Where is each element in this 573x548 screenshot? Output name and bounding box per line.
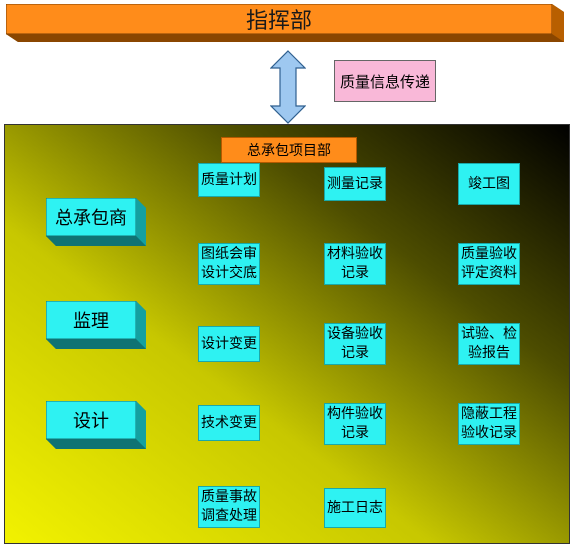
record-line: 材料验收 — [327, 246, 383, 262]
record-line: 调查处理 — [201, 508, 257, 524]
record-line: 质量事故 — [201, 489, 257, 505]
record-box-component-acceptance: 构件验收 记录 — [324, 403, 386, 445]
record-box-quality-plan: 质量计划 — [198, 163, 260, 197]
record-box-technical-change: 技术变更 — [198, 405, 260, 441]
record-line: 构件验收 — [327, 406, 383, 422]
party-block-shape — [46, 301, 146, 349]
record-box-drawing-review: 图纸会审 设计交底 — [198, 243, 260, 285]
record-box-test-report: 试验、检 验报告 — [458, 323, 520, 365]
record-box-construction-log: 施工日志 — [324, 488, 386, 528]
record-line: 图纸会审 — [201, 246, 257, 262]
record-line: 测量记录 — [327, 175, 383, 192]
record-line: 质量计划 — [201, 171, 257, 188]
party-label: 监理 — [73, 311, 109, 332]
headquarters-label: 指挥部 — [245, 9, 312, 34]
record-line: 验收记录 — [461, 425, 517, 441]
record-line: 评定资料 — [461, 265, 517, 281]
party-label: 总承包商 — [55, 208, 127, 229]
record-line: 试验、检 — [461, 326, 517, 342]
record-line: 记录 — [341, 265, 369, 281]
party-general-contractor: 总承包商 — [46, 198, 146, 246]
double-arrow-icon — [270, 50, 306, 124]
project-dept-header: 总承包项目部 — [221, 137, 357, 163]
headquarters-bar-shape — [6, 4, 564, 42]
party-label: 设计 — [73, 411, 109, 432]
record-line: 技术变更 — [201, 414, 257, 431]
record-line: 设计交底 — [201, 265, 257, 281]
record-line: 设计变更 — [201, 335, 257, 352]
record-box-concealed-work: 隐蔽工程 验收记录 — [458, 403, 520, 445]
headquarters-bar: 指挥部 — [6, 4, 564, 42]
record-line: 记录 — [341, 425, 369, 441]
record-box-quality-assessment: 质量验收 评定资料 — [458, 243, 520, 285]
party-block-shape — [46, 401, 146, 449]
record-box-quality-accident: 质量事故 调查处理 — [198, 486, 260, 528]
party-design: 设计 — [46, 401, 146, 449]
record-box-as-built: 竣工图 — [458, 163, 520, 205]
party-supervision: 监理 — [46, 301, 146, 349]
record-line: 施工日志 — [327, 499, 383, 516]
record-line: 设备验收 — [327, 326, 383, 342]
record-line: 隐蔽工程 — [461, 406, 517, 422]
record-line: 竣工图 — [468, 175, 510, 192]
record-line: 质量验收 — [461, 246, 517, 262]
info-flow-label: 质量信息传递 — [334, 60, 436, 102]
record-box-equipment-acceptance: 设备验收 记录 — [324, 323, 386, 365]
party-block-shape — [46, 198, 146, 246]
record-line: 记录 — [341, 345, 369, 361]
record-box-survey-record: 测量记录 — [324, 167, 386, 201]
record-line: 验报告 — [468, 345, 510, 361]
record-box-design-change: 设计变更 — [198, 326, 260, 362]
record-box-material-acceptance: 材料验收 记录 — [324, 243, 386, 285]
